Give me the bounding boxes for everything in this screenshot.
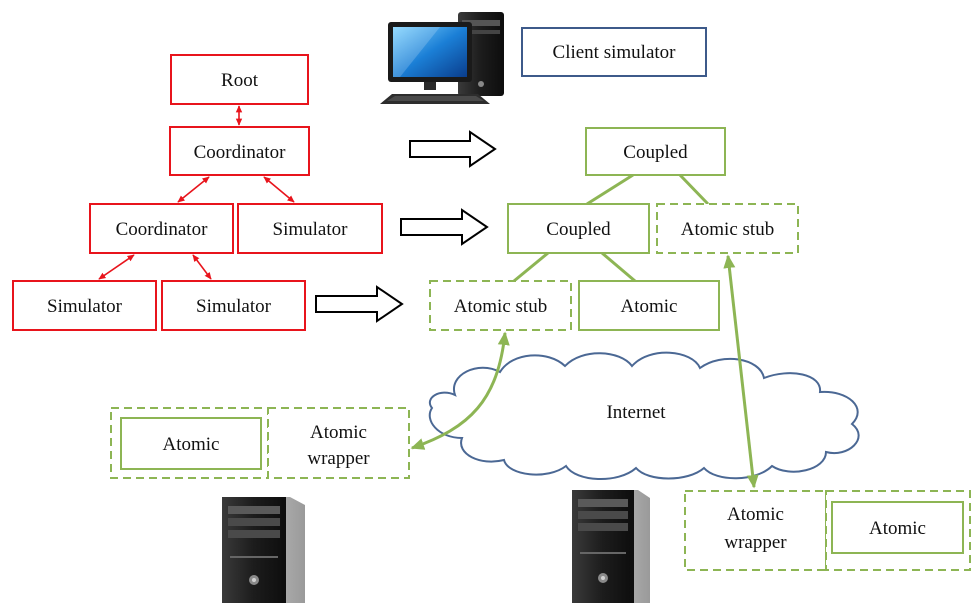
coordinator-top-box bbox=[169, 126, 310, 176]
client-simulator-box bbox=[521, 27, 707, 77]
root-label: Root bbox=[221, 70, 259, 91]
atomic-wrapper-right-line1: Atomic bbox=[727, 504, 784, 525]
simulator-mid-label: Simulator bbox=[273, 219, 349, 240]
coupled-mid-label: Coupled bbox=[546, 219, 611, 240]
coupled-stub-link bbox=[678, 173, 710, 206]
coordinator-coordinator-link bbox=[177, 176, 210, 203]
atomic-model-label: Atomic bbox=[621, 296, 678, 317]
root-box bbox=[170, 54, 309, 105]
simulator-left-box bbox=[12, 280, 157, 331]
mapping-arrow-middle bbox=[400, 208, 489, 246]
stub-wrapper-link-left bbox=[410, 331, 510, 450]
atomic-wrapper-left-line1: Atomic bbox=[310, 422, 367, 443]
server-tower-left-icon bbox=[222, 497, 305, 603]
coupled-mid-box bbox=[507, 203, 650, 254]
atomic-stub-right-box bbox=[656, 203, 799, 254]
coordinator-mid-box bbox=[89, 203, 234, 254]
atomic-right-label: Atomic bbox=[869, 518, 926, 539]
simulator-right-label: Simulator bbox=[196, 296, 272, 317]
model-hierarchy: Coupled Coupled Atomic stub Atomic stub … bbox=[429, 127, 799, 331]
remote-node-right: Atomic wrapper Atomic bbox=[572, 490, 971, 603]
atomic-stub-right-label: Atomic stub bbox=[681, 219, 774, 240]
mapping-arrow-top bbox=[409, 130, 497, 168]
internet-cloud: Internet bbox=[428, 351, 860, 480]
atomic-wrapper-right-box bbox=[684, 490, 827, 571]
stub-wrapper-link-right bbox=[723, 254, 759, 489]
coordinator-mid-label: Coordinator bbox=[116, 219, 208, 240]
atomic-stub-left-box bbox=[429, 280, 572, 331]
simulator-mid-box bbox=[237, 203, 383, 254]
coordinator-simulator-right-link bbox=[192, 254, 212, 280]
coordinator-simulator-left-link bbox=[98, 254, 135, 280]
atomic-wrapper-left-line2: wrapper bbox=[307, 448, 370, 469]
server-tower-right-icon bbox=[572, 490, 650, 603]
atomic-wrapper-right-line2: wrapper bbox=[724, 532, 787, 553]
coupled-coupled-link bbox=[586, 173, 634, 206]
coupled-top-box bbox=[585, 127, 726, 176]
atomic-right-box bbox=[831, 501, 964, 554]
coupled-top-label: Coupled bbox=[623, 142, 688, 163]
coordinator-top-label: Coordinator bbox=[194, 142, 286, 163]
remote-node-left: Atomic Atomic wrapper bbox=[110, 407, 410, 603]
atomic-stub-left-label: Atomic stub bbox=[454, 296, 547, 317]
mapping-arrow-bottom bbox=[315, 285, 404, 323]
internet-label: Internet bbox=[606, 402, 666, 423]
simulator-right-box bbox=[161, 280, 306, 331]
coupled-stub-left-link bbox=[513, 251, 549, 283]
simulator-hierarchy: Root Coordinator Coordinator Simulator S… bbox=[12, 54, 383, 331]
atomic-wrapper-left-box bbox=[267, 407, 410, 479]
coordinator-simulator-link bbox=[263, 176, 295, 203]
client-simulator-label: Client simulator bbox=[553, 42, 677, 63]
coupled-atomic-link bbox=[601, 251, 636, 283]
mapping-arrows bbox=[315, 130, 497, 323]
simulator-left-label: Simulator bbox=[47, 296, 123, 317]
client-computer-icon bbox=[380, 12, 504, 104]
atomic-left-label: Atomic bbox=[163, 434, 220, 455]
atomic-model-box bbox=[578, 280, 720, 331]
atomic-left-box bbox=[120, 417, 262, 470]
